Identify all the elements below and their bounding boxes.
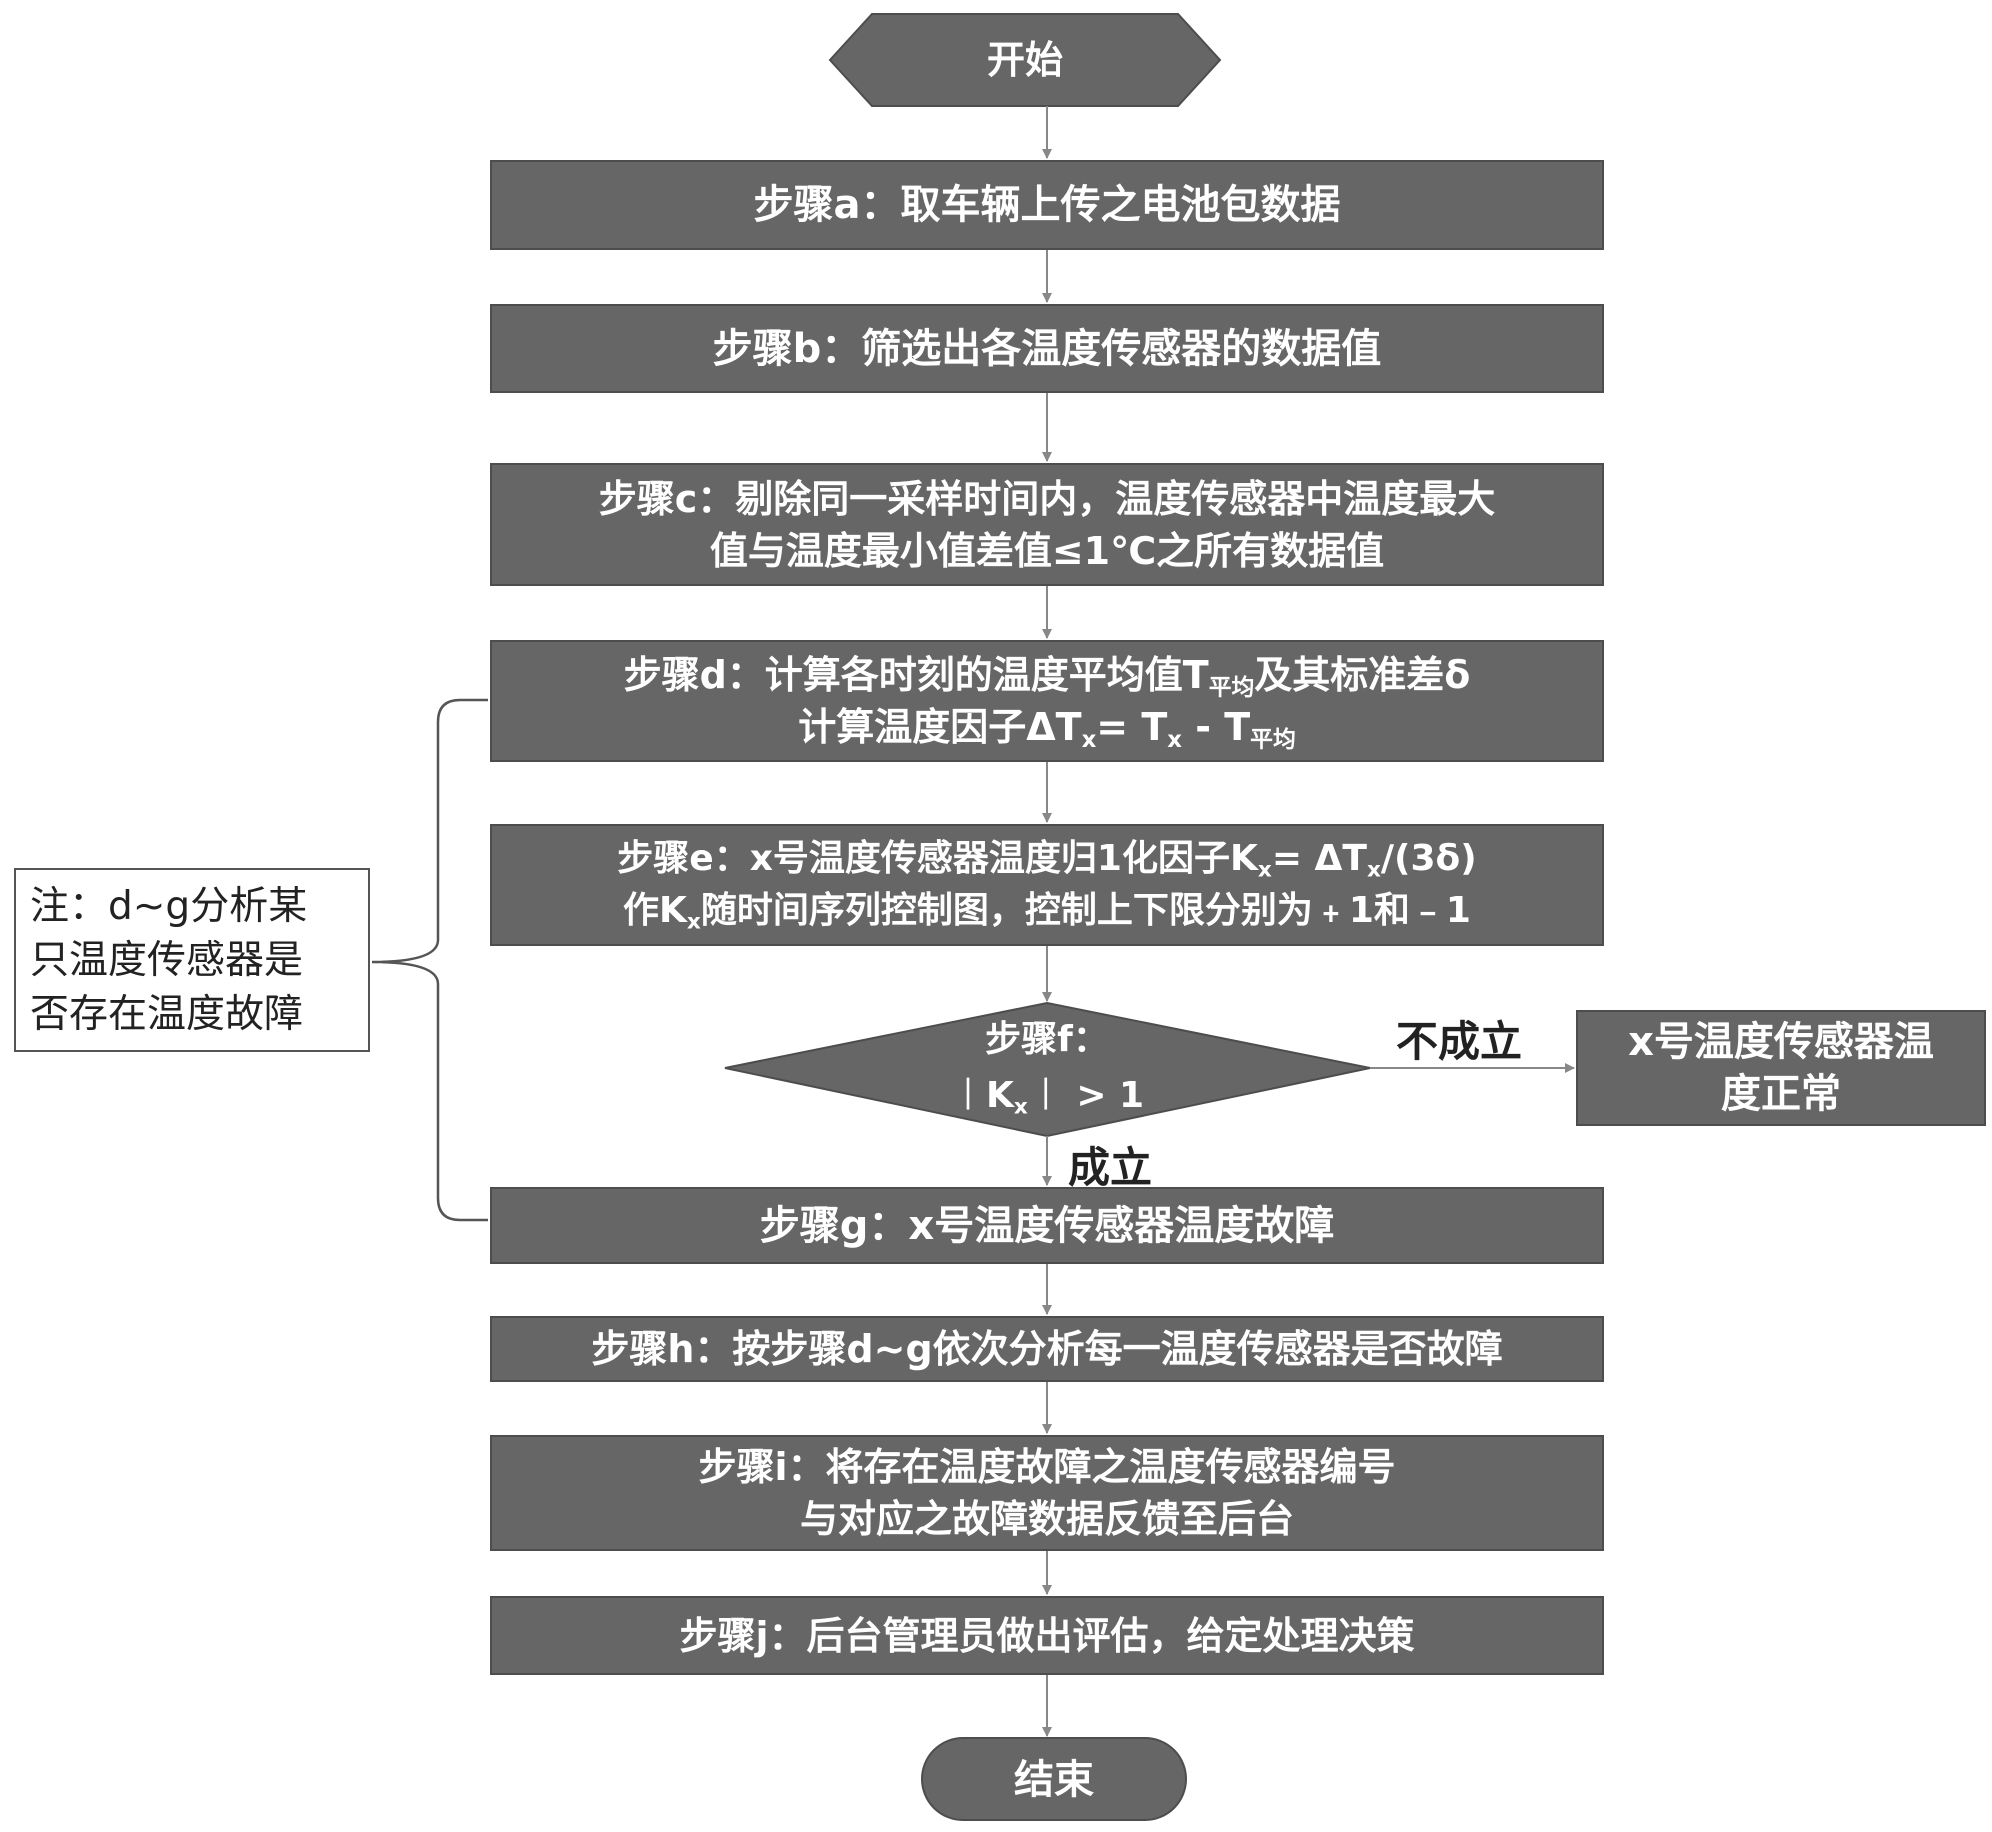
decision-f-label: 步骤f： ︱Kx︱ > 1 (880, 1012, 1214, 1124)
step-d-line2: 计算温度因子ΔTx= Tx - T平均 (798, 705, 1296, 753)
step-c-line2: 值与温度最小值差值≤1℃之所有数据值 (709, 528, 1385, 573)
note-line2: 只温度传感器是 (30, 938, 304, 983)
sensor-normal-line2: 度正常 (1721, 1071, 1841, 1117)
step-g-label: 步骤g：x号温度传感器温度故障 (759, 1202, 1335, 1249)
step-i-line1: 步骤i：将存在温度故障之温度传感器编号 (698, 1445, 1396, 1489)
note-line1: 注：d~g分析某 (30, 884, 308, 929)
step-j-label: 步骤j：后台管理员做出评估，给定处理决策 (679, 1613, 1415, 1658)
step-e-line2: 作Kx随时间序列控制图，控制上下限分别为﹢1和﹣1 (623, 890, 1471, 935)
sensor-normal-line1: x号温度传感器温 (1628, 1019, 1934, 1065)
note-brace (371, 698, 488, 1222)
step-b-label: 步骤b：筛选出各温度传感器的数据值 (712, 325, 1382, 372)
end-label: 结束 (1014, 1757, 1094, 1803)
step-h-label: 步骤h：按步骤d~g依次分析每一温度传感器是否故障 (591, 1327, 1503, 1371)
decision-f-line1: 步骤f： (985, 1019, 1109, 1060)
edge-label-yes: 成立 (1068, 1143, 1153, 1192)
note-box: 注：d~g分析某 只温度传感器是 否存在温度故障 (14, 868, 370, 1052)
start-label: 开始 (986, 38, 1063, 82)
step-e-box: 步骤e：x号温度传感器温度归1化因子Kx= ΔTx/(3δ) 作Kx随时间序列控… (490, 824, 1604, 946)
step-a-label: 步骤a：取车辆上传之电池包数据 (753, 182, 1341, 228)
note-line3: 否存在温度故障 (30, 992, 304, 1037)
step-c-box: 步骤c：剔除同一采样时间内，温度传感器中温度最大 值与温度最小值差值≤1℃之所有… (490, 463, 1604, 586)
step-d-line1: 步骤d：计算各时刻的温度平均值T平均及其标准差δ (623, 653, 1471, 701)
end-node-shape (921, 1737, 1187, 1821)
step-j-box: 步骤j：后台管理员做出评估，给定处理决策 (490, 1596, 1604, 1675)
step-g-box: 步骤g：x号温度传感器温度故障 (490, 1187, 1604, 1264)
step-i-box: 步骤i：将存在温度故障之温度传感器编号 与对应之故障数据反馈至后台 (490, 1435, 1604, 1551)
step-a-box: 步骤a：取车辆上传之电池包数据 (490, 160, 1604, 250)
step-i-line2: 与对应之故障数据反馈至后台 (799, 1497, 1294, 1541)
step-c-line1: 步骤c：剔除同一采样时间内，温度传感器中温度最大 (598, 476, 1496, 521)
start-node-shape (828, 13, 1222, 107)
step-e-line1: 步骤e：x号温度传感器温度归1化因子Kx= ΔTx/(3δ) (617, 838, 1477, 883)
decision-f-line2: ︱Kx︱ > 1 (949, 1075, 1145, 1120)
step-d-box: 步骤d：计算各时刻的温度平均值T平均及其标准差δ 计算温度因子ΔTx= Tx -… (490, 640, 1604, 762)
step-b-box: 步骤b：筛选出各温度传感器的数据值 (490, 304, 1604, 393)
edge-label-no: 不成立 (1396, 1017, 1523, 1066)
step-h-box: 步骤h：按步骤d~g依次分析每一温度传感器是否故障 (490, 1316, 1604, 1382)
sensor-normal-box: x号温度传感器温 度正常 (1576, 1010, 1986, 1126)
